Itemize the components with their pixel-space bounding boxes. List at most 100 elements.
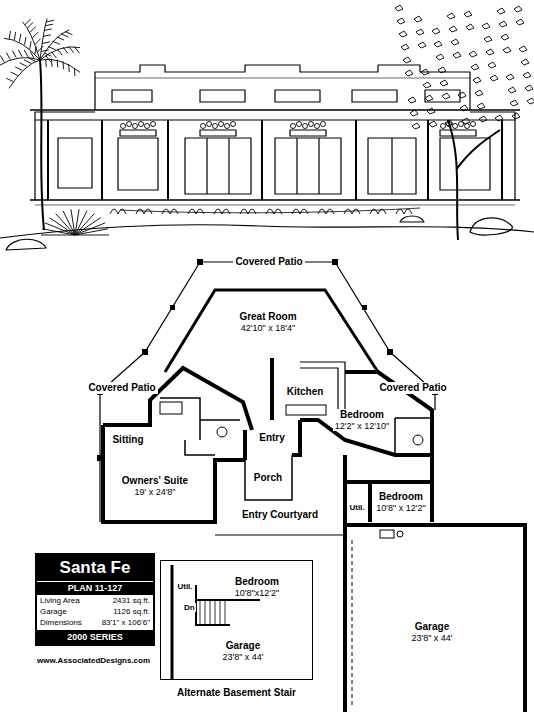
tree-leaf (445, 120, 453, 126)
room-name: Entry Courtyard (240, 509, 320, 521)
frond-leaf (11, 72, 18, 76)
room-label: Covered Patio (233, 256, 304, 268)
website: www.AssociatedDesigns.com (36, 656, 151, 665)
frond-leaf (42, 42, 50, 44)
tree-leaf (425, 95, 433, 101)
frond-leaf (19, 34, 20, 42)
room-dimension: 12'2" x 12'10" (333, 421, 391, 431)
tree-leaf (499, 21, 507, 27)
tree-leaf (495, 115, 503, 121)
room-name: Sitting (110, 434, 145, 446)
room-dimension: 23'8" x 44' (409, 633, 454, 643)
title-text: 1126 sq.ft. (99, 606, 153, 617)
tree-leaf (414, 16, 422, 22)
frond-leaf (57, 37, 64, 40)
shrub (214, 209, 230, 214)
tree-leaf (408, 97, 416, 103)
frond-leaf (25, 37, 26, 45)
frond-leaf (24, 60, 31, 64)
room-name: Kitchen (285, 386, 326, 398)
tree-leaf (458, 92, 466, 98)
tree-leaf (503, 47, 511, 53)
room-label: Entry Courtyard (240, 509, 320, 521)
frond-leaf (53, 41, 60, 44)
frond-leaf (35, 39, 41, 45)
frond-leaf (9, 31, 10, 39)
shrub (370, 209, 386, 214)
shrub (344, 209, 360, 214)
flower (201, 124, 206, 129)
frond-leaf (57, 59, 59, 67)
frond-leaf (69, 46, 74, 52)
tree-leaf (525, 85, 533, 91)
frond-leaf (30, 51, 34, 58)
tree-leaf (399, 31, 407, 37)
frond-leaf (18, 50, 22, 57)
room-name: Covered Patio (233, 256, 304, 268)
tree-leaf (473, 77, 481, 83)
flower (139, 122, 144, 127)
tree-leaf (521, 59, 529, 65)
room-label: Bedroom12'2" x 12'10" (333, 409, 391, 431)
tree-leaf (440, 80, 448, 86)
tree-leaf (418, 42, 426, 48)
flower (219, 122, 224, 127)
title-text: 83'1" x 106'6" (99, 617, 153, 628)
frond-leaf (43, 35, 51, 37)
tree-leaf (523, 72, 531, 78)
frond-leaf (63, 47, 68, 53)
palm-frond (40, 30, 69, 60)
frond-leaf (0, 56, 4, 63)
tree-leaf (460, 105, 468, 111)
tree-leaf (432, 28, 440, 34)
flower (133, 124, 138, 129)
title-text: Dimensions (37, 617, 99, 628)
shrub (162, 209, 178, 214)
frond-leaf (41, 50, 49, 52)
tree-leaf (395, 5, 403, 11)
tree-leaf (508, 87, 516, 93)
shrub (188, 209, 204, 214)
flower (309, 122, 314, 127)
flower (303, 124, 308, 129)
frond-leaf (20, 63, 27, 67)
shrub (266, 209, 282, 214)
frond-leaf (30, 27, 36, 33)
room-label: Owners' Suite19' x 24'8" (120, 475, 190, 497)
room-label: Util. (175, 582, 194, 591)
flower (315, 124, 320, 129)
room-label: Bedroom10'8"x12'2" (233, 576, 281, 598)
frond-leaf (14, 32, 15, 40)
flower (121, 124, 126, 129)
tree-leaf (488, 62, 496, 68)
tree-leaf (397, 18, 405, 24)
title-text: 2431 sq.ft. (99, 595, 153, 606)
tree-leaf (401, 44, 409, 50)
room-label: Covered Patio (86, 382, 157, 394)
tree-leaf (516, 19, 524, 25)
palm-frond (40, 47, 80, 60)
frond-leaf (30, 41, 31, 49)
room-name: Bedroom (233, 576, 281, 588)
title-text: Living Area (37, 595, 99, 606)
tree-leaf (453, 52, 461, 58)
shrub (396, 209, 412, 214)
tree-leaf (403, 57, 411, 63)
tree-leaf (438, 67, 446, 73)
frond-leaf (74, 47, 79, 53)
tree-trunk (448, 120, 500, 240)
stair-label: Dn (183, 603, 196, 612)
yucca-leaf (75, 229, 108, 235)
tree-leaf (501, 34, 509, 40)
room-name: Great Room (237, 311, 298, 323)
tree-leaf (449, 26, 457, 32)
tree-leaf (519, 46, 527, 52)
room-label: Garage23'8" x 44' (409, 621, 454, 643)
tree-leaf (412, 123, 420, 129)
frond-leaf (65, 32, 72, 35)
room-name: Porch (252, 472, 284, 484)
room-label: Util. (347, 503, 366, 512)
tree-leaf (421, 69, 429, 75)
title-text: PLAN 11-127 (37, 581, 153, 595)
room-name: Covered Patio (377, 382, 448, 394)
